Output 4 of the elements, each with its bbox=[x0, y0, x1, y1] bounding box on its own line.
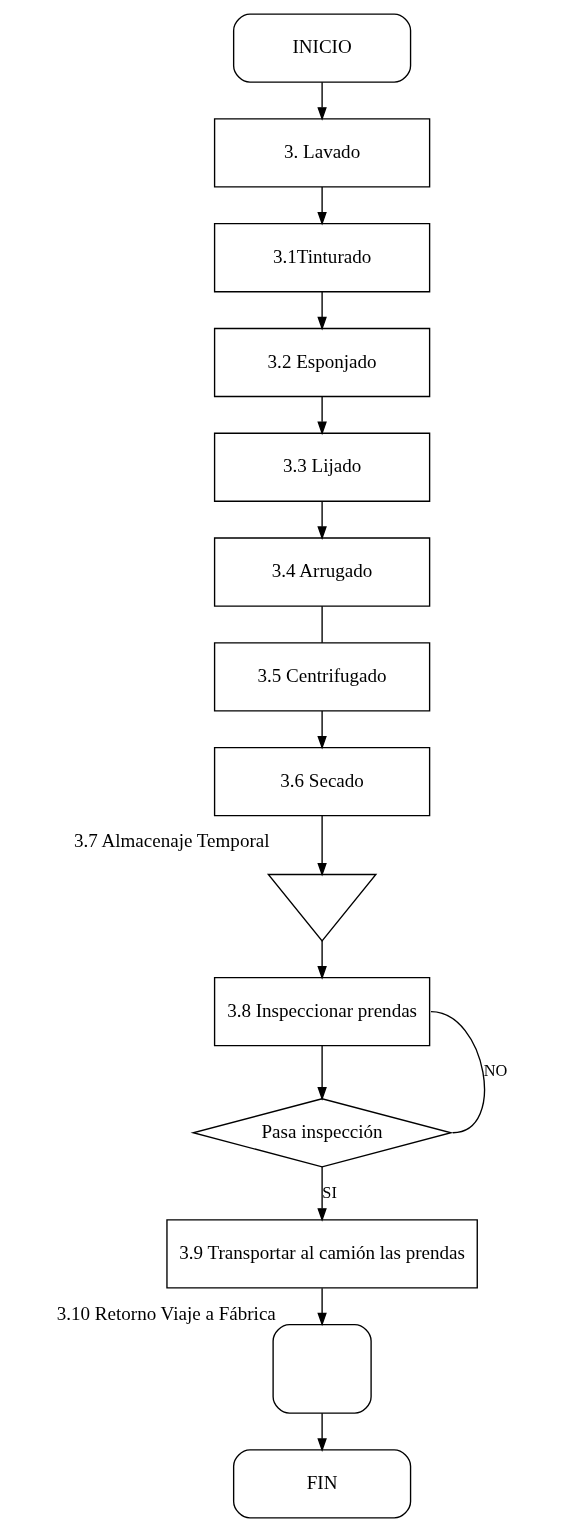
edge-label: SI bbox=[321, 1182, 337, 1202]
node-label: 3.10 Retorno Viaje a Fábrica bbox=[56, 1302, 276, 1324]
node-label: 3.7 Almacenaje Temporal bbox=[73, 830, 270, 852]
edge-label: NO bbox=[483, 1061, 507, 1081]
